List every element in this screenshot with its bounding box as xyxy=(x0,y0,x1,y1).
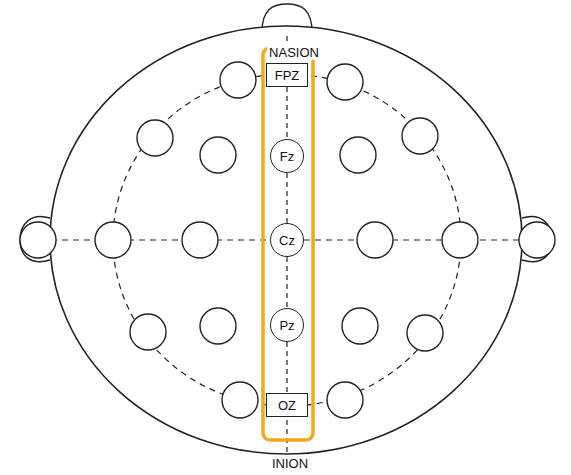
electrode-label: Pz xyxy=(279,319,294,332)
midline-dash xyxy=(286,173,287,223)
electrode-label: Cz xyxy=(279,234,295,247)
electrode-circle: Pz xyxy=(270,308,304,342)
electrode-label: FPZ xyxy=(275,69,300,82)
landmark-label: NASION xyxy=(267,45,321,60)
midline-dash xyxy=(286,342,287,393)
head-outline xyxy=(50,26,522,454)
landmark-label: INION xyxy=(270,456,310,471)
electrode-group xyxy=(20,62,555,418)
electrode-circle: Cz xyxy=(270,223,304,257)
highlight-frame xyxy=(263,48,313,440)
electrode-box: OZ xyxy=(266,393,308,417)
midline-dash xyxy=(286,87,287,139)
electrode-label: Fz xyxy=(280,150,294,163)
midline-dash xyxy=(286,257,287,308)
electrode-label: OZ xyxy=(278,399,296,412)
electrode-circle: Fz xyxy=(270,139,304,173)
electrode-box: FPZ xyxy=(266,63,308,87)
